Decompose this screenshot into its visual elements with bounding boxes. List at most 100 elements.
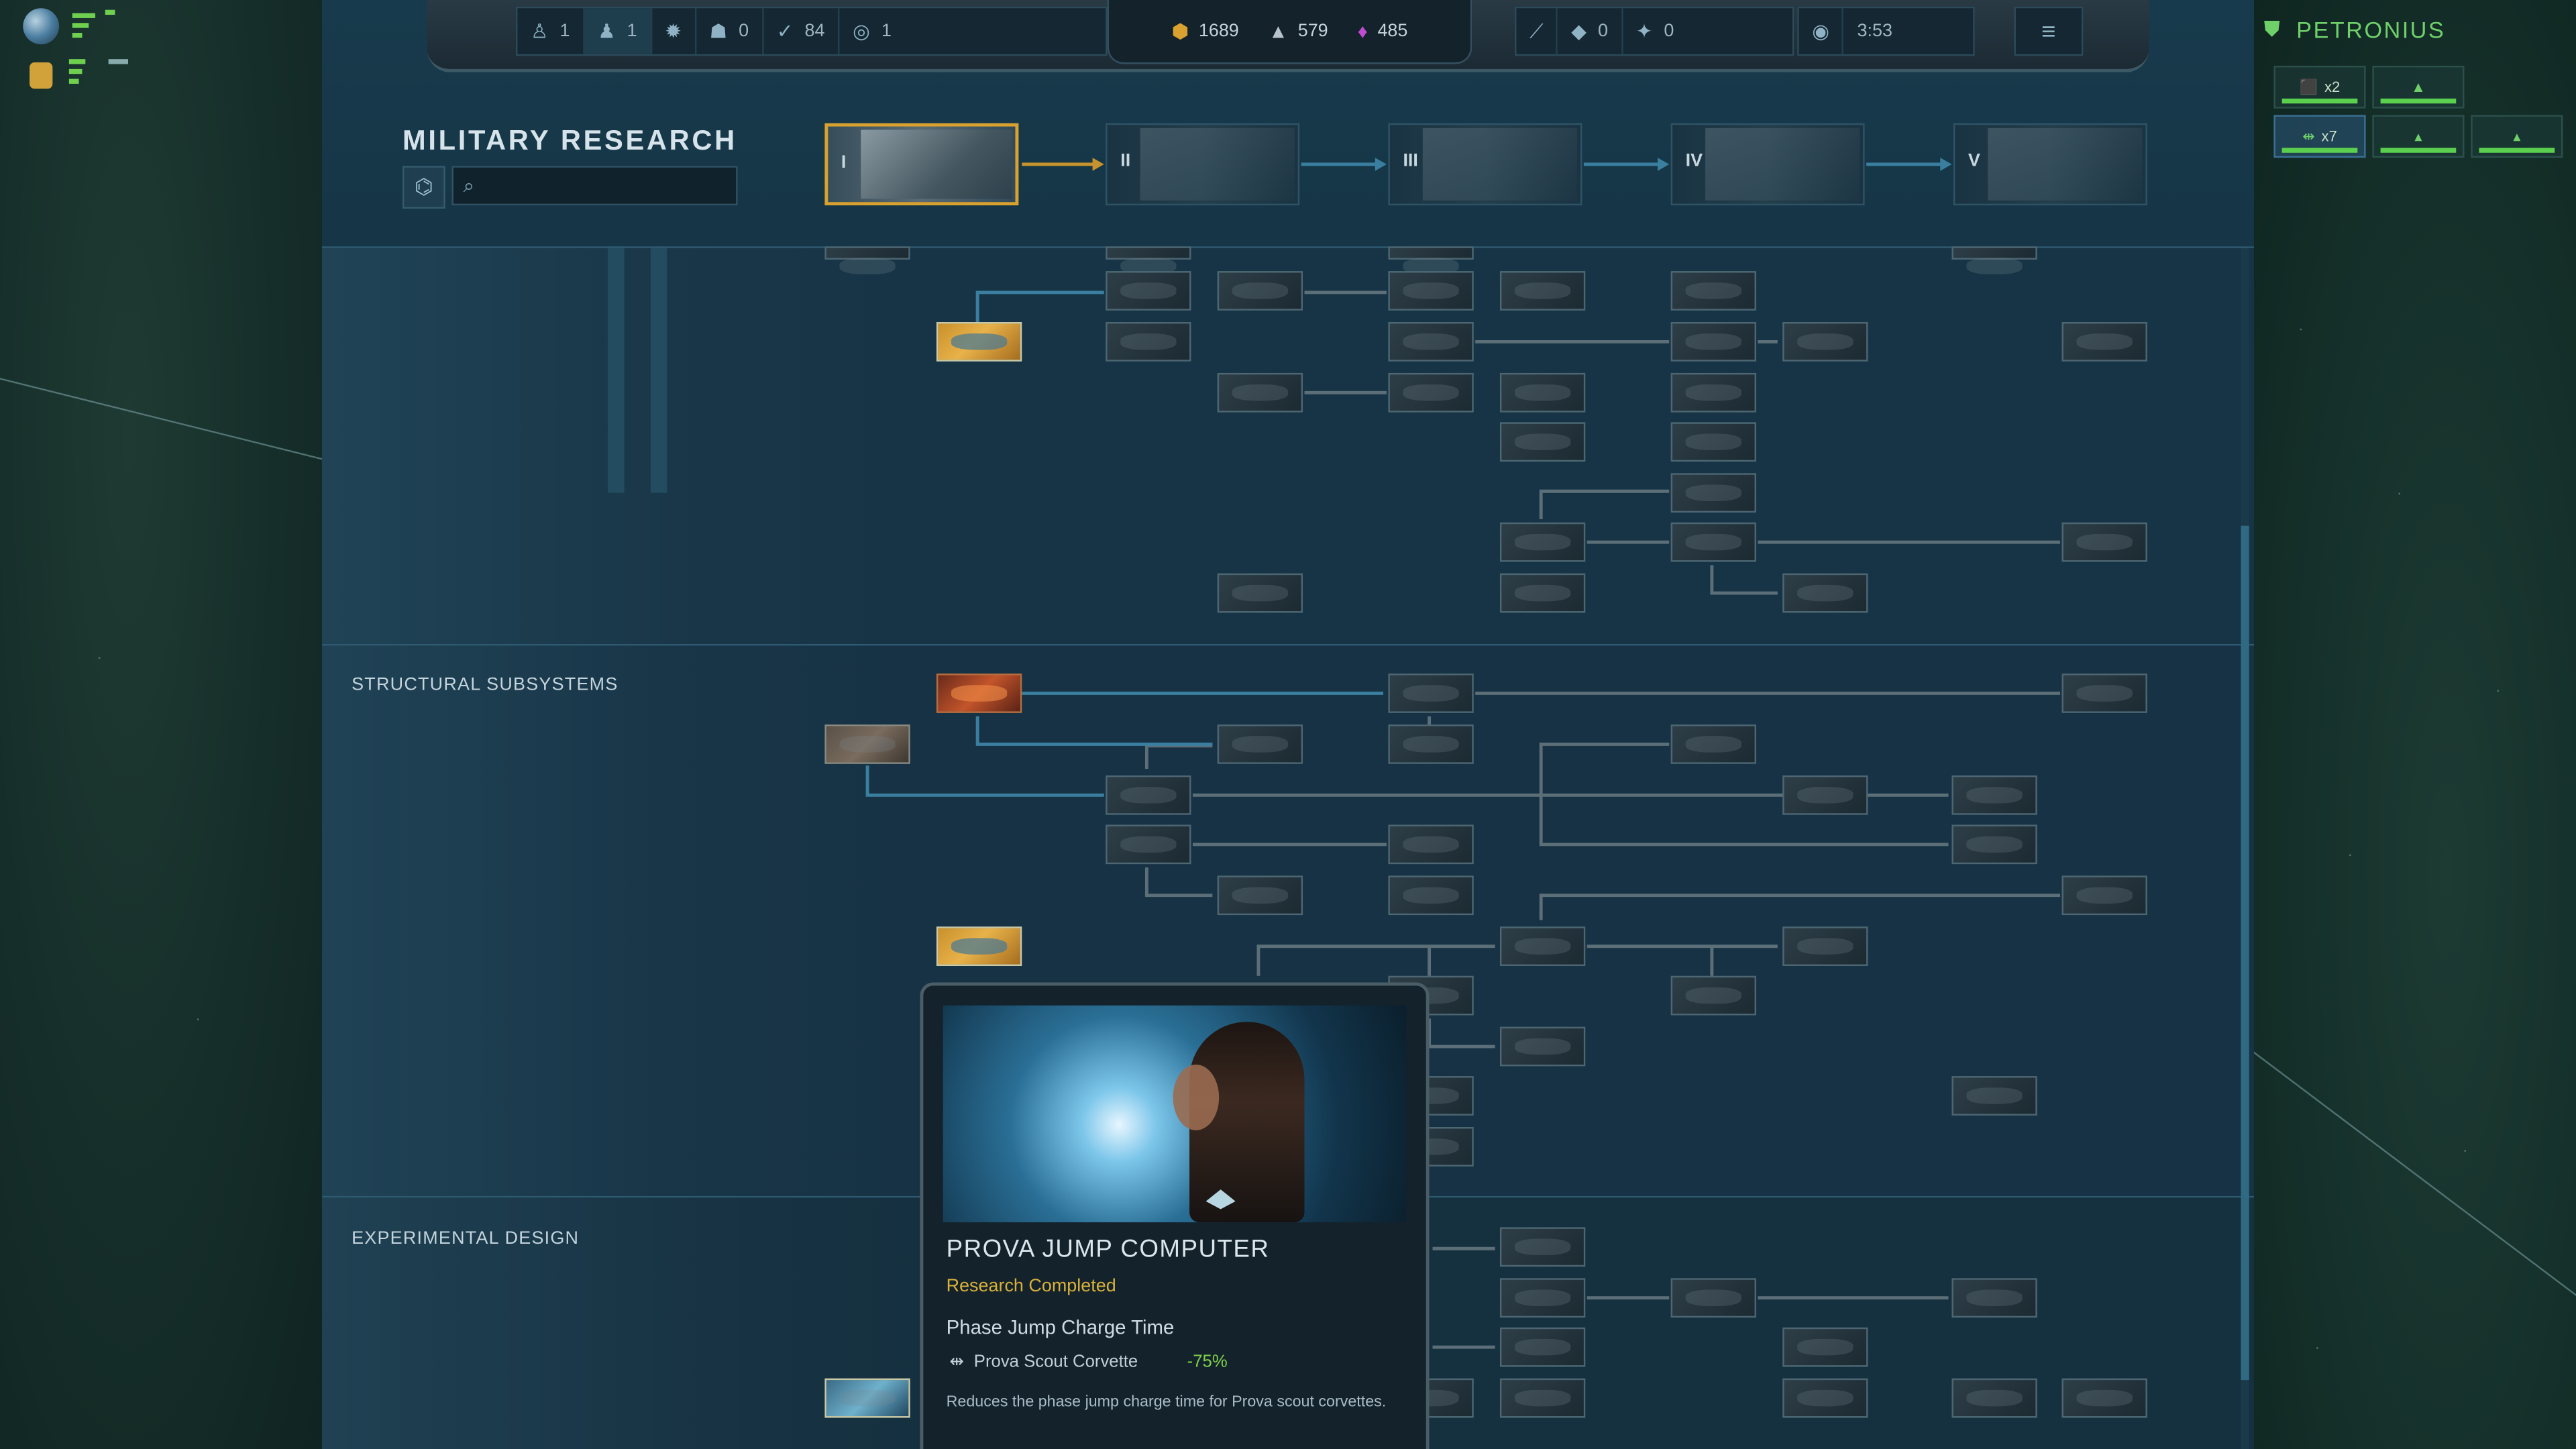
- research-node[interactable]: [1106, 322, 1191, 362]
- research-node[interactable]: [1782, 1378, 1868, 1418]
- research-node[interactable]: [2061, 1378, 2147, 1418]
- tier-1[interactable]: I: [824, 123, 1019, 206]
- research-node[interactable]: [1670, 522, 1756, 562]
- fleet-cell[interactable]: ▲: [2372, 65, 2465, 109]
- research-node[interactable]: [2061, 875, 2147, 916]
- crystal-resource[interactable]: ♦485: [1357, 19, 1408, 43]
- cube-counter[interactable]: ◆0: [1558, 8, 1623, 54]
- research-node-hovered[interactable]: [824, 1378, 910, 1418]
- category-label: EXPERIMENTAL DESIGN: [352, 1228, 580, 1249]
- planet-icon[interactable]: [23, 8, 60, 45]
- research-node[interactable]: [1388, 322, 1474, 362]
- tier-2[interactable]: II: [1106, 123, 1300, 206]
- research-node[interactable]: [1499, 926, 1586, 967]
- metal-resource[interactable]: ▲579: [1268, 19, 1328, 43]
- research-node[interactable]: [1499, 1327, 1586, 1367]
- fleet-cell[interactable]: ⇹x7: [2273, 115, 2366, 158]
- research-node[interactable]: [1106, 824, 1191, 865]
- tier-5[interactable]: V: [1953, 123, 2147, 206]
- tier-4[interactable]: IV: [1670, 123, 1865, 206]
- research-node[interactable]: [1670, 271, 1756, 311]
- shield-counter[interactable]: ✦0: [1635, 19, 1674, 43]
- empire-stats-group: ♙1 ♟1 ✹ ☗0 ✓84 ◎1: [515, 6, 1108, 56]
- scrollbar-thumb[interactable]: [2241, 525, 2249, 1381]
- globe-counter[interactable]: ◎1: [853, 19, 892, 43]
- credits-resource[interactable]: ⬢1689: [1171, 19, 1239, 43]
- search-field[interactable]: ⌕: [451, 166, 738, 206]
- research-node[interactable]: [1388, 724, 1474, 764]
- research-node[interactable]: [1782, 926, 1868, 967]
- research-node[interactable]: [1388, 674, 1474, 713]
- research-node[interactable]: [1951, 775, 2037, 815]
- research-node[interactable]: [1951, 246, 2037, 274]
- stats-button[interactable]: ⟋: [1516, 8, 1558, 54]
- planet-button[interactable]: ✹: [652, 8, 696, 54]
- research-node[interactable]: [1499, 372, 1586, 413]
- population-counter[interactable]: ☗0: [696, 8, 764, 54]
- scientist-counter[interactable]: ♙1: [517, 8, 585, 54]
- menu-button[interactable]: ≡: [2014, 6, 2084, 56]
- research-node-completed[interactable]: [936, 674, 1022, 713]
- scientist-alt-counter[interactable]: ♟1: [584, 8, 652, 54]
- research-node-completed[interactable]: [824, 724, 910, 764]
- research-node[interactable]: [1670, 975, 1756, 1016]
- research-node[interactable]: [1951, 1378, 2037, 1418]
- research-node-completed[interactable]: [936, 322, 1022, 362]
- fleet-cell[interactable]: ⬛x2: [2273, 65, 2366, 109]
- research-node[interactable]: [1782, 1327, 1868, 1367]
- research-node[interactable]: [1951, 1278, 2037, 1318]
- research-node[interactable]: [2061, 674, 2147, 713]
- research-node[interactable]: [1499, 1378, 1586, 1418]
- research-node-completed[interactable]: [936, 926, 1022, 967]
- research-node[interactable]: [1670, 322, 1756, 362]
- tier-3[interactable]: III: [1388, 123, 1582, 206]
- hangar-background: [322, 645, 914, 1196]
- search-input[interactable]: [484, 174, 721, 197]
- research-node[interactable]: [1782, 322, 1868, 362]
- research-node[interactable]: [1951, 1076, 2037, 1116]
- tooltip-target: Prova Scout Corvette: [973, 1352, 1138, 1372]
- research-node[interactable]: [1499, 1278, 1586, 1318]
- radar-button[interactable]: ◉: [1799, 8, 1844, 54]
- minimap-widget[interactable]: [10, 3, 158, 102]
- research-node[interactable]: [1106, 246, 1191, 274]
- tooltip-stat-row: ⇹ Prova Scout Corvette -75%: [950, 1352, 1228, 1372]
- research-node[interactable]: [1499, 522, 1586, 562]
- research-node[interactable]: [1670, 473, 1756, 513]
- research-node[interactable]: [1388, 246, 1474, 274]
- research-node[interactable]: [1106, 775, 1191, 815]
- research-node[interactable]: [1217, 724, 1303, 764]
- research-node[interactable]: [1951, 824, 2037, 865]
- research-node[interactable]: [2061, 522, 2147, 562]
- research-node[interactable]: [824, 246, 910, 274]
- research-node[interactable]: [1670, 1278, 1756, 1318]
- research-node[interactable]: [1782, 775, 1868, 815]
- research-node[interactable]: [1217, 372, 1303, 413]
- research-node[interactable]: [1499, 573, 1586, 613]
- research-node[interactable]: [1499, 422, 1586, 462]
- fleet-cell[interactable]: ▴: [2372, 115, 2465, 158]
- research-node[interactable]: [1388, 875, 1474, 916]
- research-node[interactable]: [1388, 824, 1474, 865]
- research-node[interactable]: [1782, 573, 1868, 613]
- tier-image: [1140, 128, 1295, 201]
- research-node[interactable]: [1388, 372, 1474, 413]
- research-node[interactable]: [1670, 724, 1756, 764]
- research-node[interactable]: [1217, 271, 1303, 311]
- research-node[interactable]: [1217, 573, 1303, 613]
- research-node[interactable]: [1217, 875, 1303, 916]
- tree-view-button[interactable]: ⌬: [402, 166, 445, 209]
- research-node[interactable]: [1670, 422, 1756, 462]
- research-node[interactable]: [1670, 372, 1756, 413]
- research-node[interactable]: [2061, 322, 2147, 362]
- faction-header[interactable]: ⛊ PETRONIUS: [2254, 7, 2576, 53]
- tier-image: [861, 129, 1012, 199]
- fleet-cell[interactable]: ▴: [2471, 115, 2563, 158]
- research-node[interactable]: [1106, 271, 1191, 311]
- influence-counter[interactable]: ✓84: [763, 8, 840, 54]
- research-node[interactable]: [1388, 271, 1474, 311]
- research-node[interactable]: [1499, 1227, 1586, 1267]
- research-node[interactable]: [1499, 271, 1586, 311]
- rank-badge-icon[interactable]: [30, 62, 53, 89]
- research-node[interactable]: [1499, 1026, 1586, 1067]
